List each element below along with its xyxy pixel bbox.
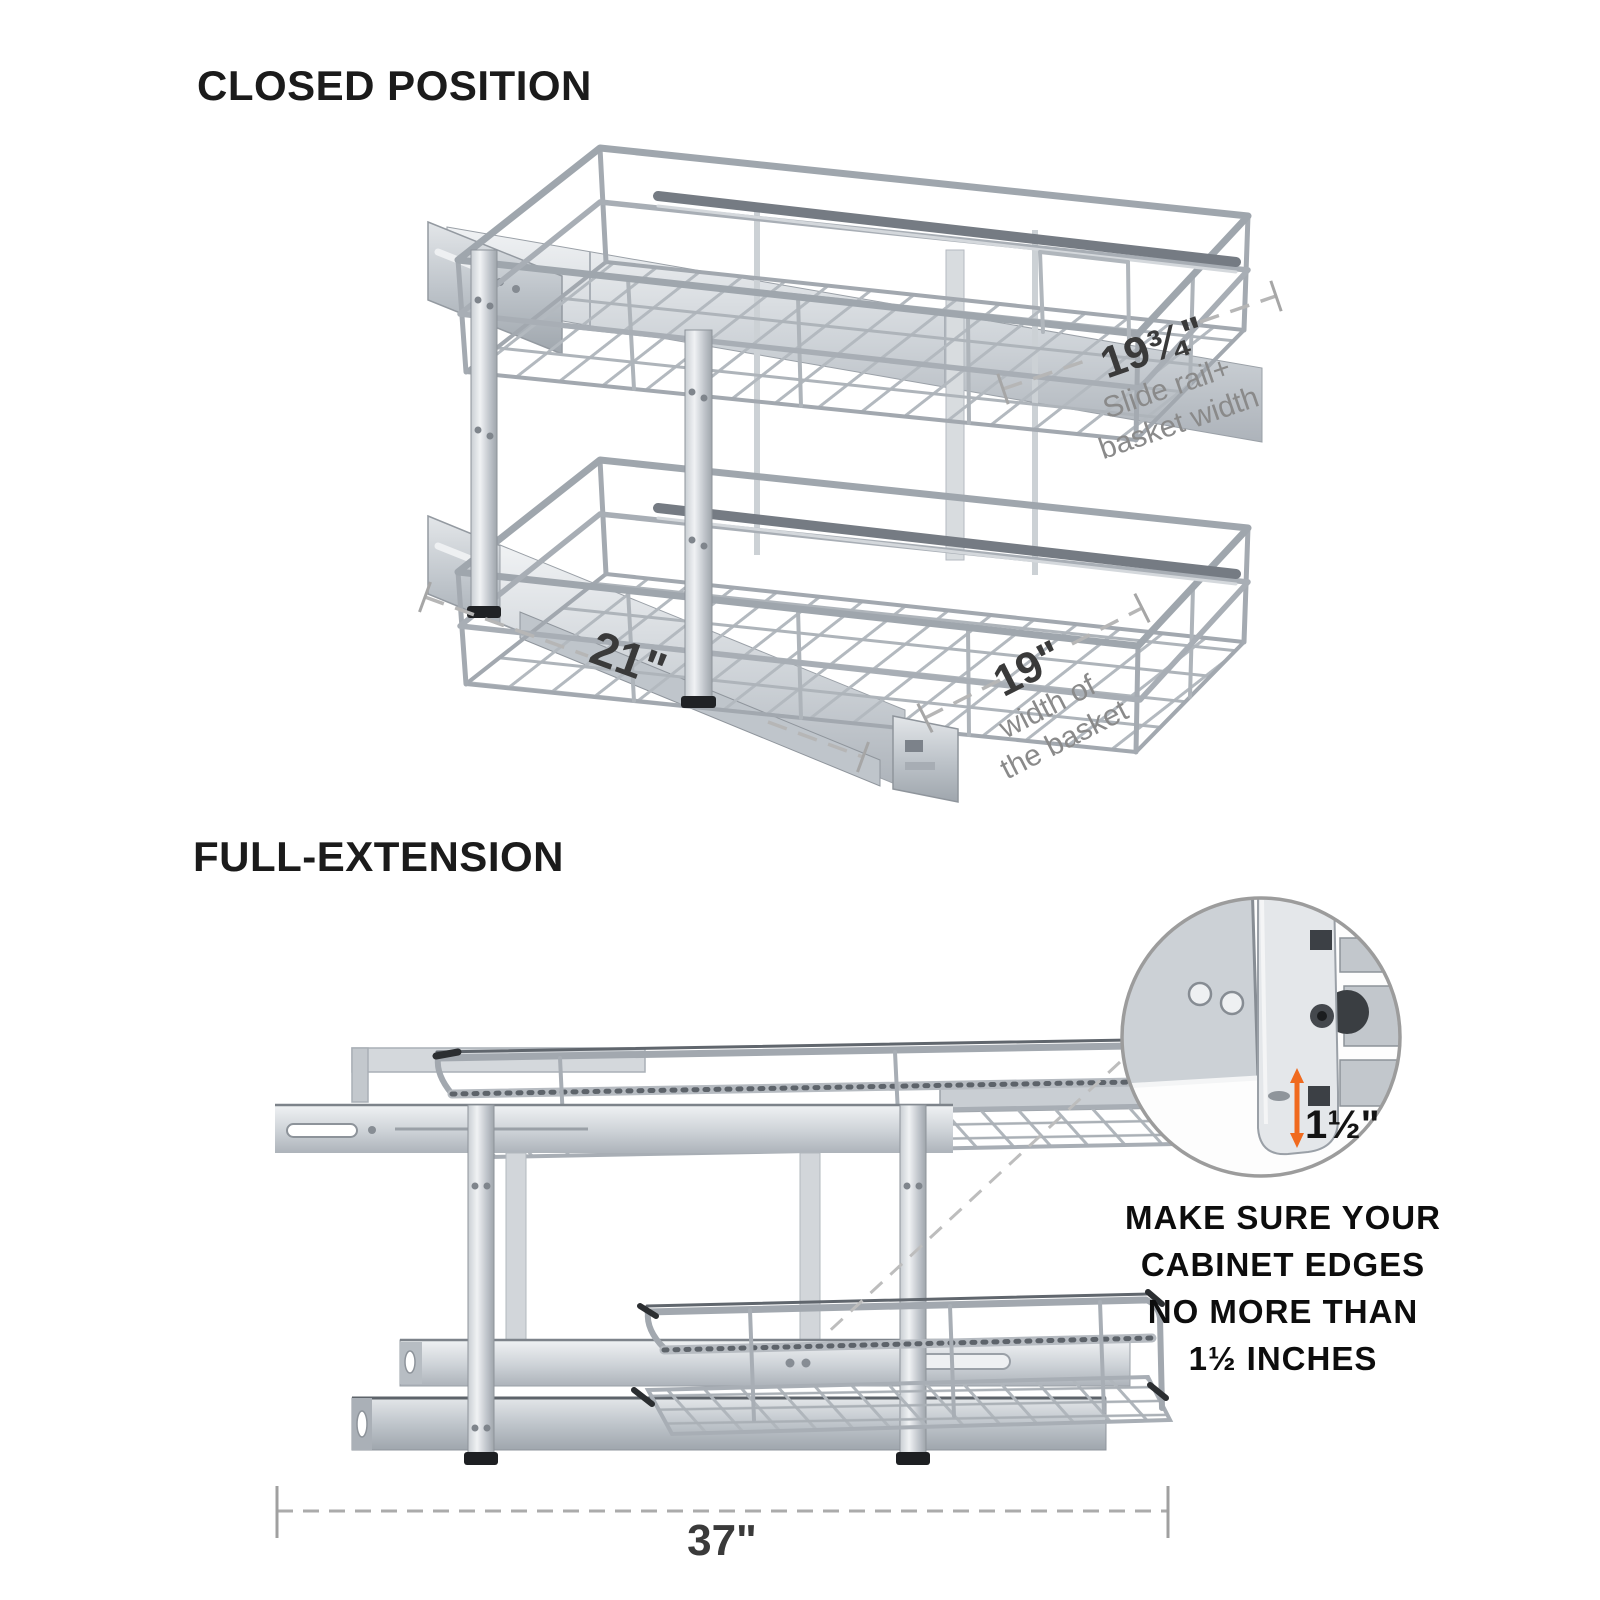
full-extension-title: FULL-EXTENSION bbox=[193, 833, 564, 880]
center-post bbox=[684, 329, 713, 703]
closed-position-title: CLOSED POSITION bbox=[197, 62, 592, 109]
front-left-post bbox=[467, 1104, 495, 1458]
lower-slide-rail bbox=[653, 503, 1241, 579]
detail-inset bbox=[1120, 896, 1402, 1178]
inset-bolt bbox=[1219, 990, 1245, 1016]
dim-total-length-value: 37" bbox=[687, 1516, 757, 1565]
upper-basket-closed bbox=[454, 144, 1252, 443]
dim-line-21 bbox=[424, 595, 864, 759]
upper-basket-rim bbox=[454, 144, 1252, 338]
inset-bolt bbox=[1187, 981, 1213, 1007]
closed-dimension-lines bbox=[418, 280, 1283, 773]
cabinet-edge-note: MAKE SURE YOUR CABINET EDGES NO MORE THA… bbox=[1125, 1199, 1441, 1377]
full-extension-illustration bbox=[275, 1036, 1287, 1465]
dim-line-19 bbox=[924, 606, 1143, 720]
inset-ring bbox=[1120, 896, 1402, 1178]
bottom-basket-rim bbox=[644, 1296, 1150, 1316]
closed-position-illustration bbox=[427, 144, 1263, 803]
dim-line-19-34 bbox=[1002, 294, 1277, 391]
top-basket-rim bbox=[434, 1040, 1246, 1062]
inset-leader-line bbox=[821, 1060, 1122, 1339]
bottom-basket-floor bbox=[644, 1374, 1174, 1437]
upper-slide-rail bbox=[653, 191, 1241, 267]
lower-basket-closed bbox=[454, 456, 1252, 755]
rail-end-block bbox=[892, 715, 959, 803]
inset-cabinet-panel bbox=[1122, 898, 1258, 1086]
lower-basket-rim bbox=[454, 456, 1252, 650]
bottom-basket-extended bbox=[631, 1289, 1174, 1437]
dim-line-37 bbox=[275, 1486, 1170, 1538]
inset-gap-value: 1½" bbox=[1305, 1103, 1380, 1147]
upper-frame-rail bbox=[275, 1105, 953, 1153]
clearance-arrow bbox=[1290, 1068, 1304, 1148]
